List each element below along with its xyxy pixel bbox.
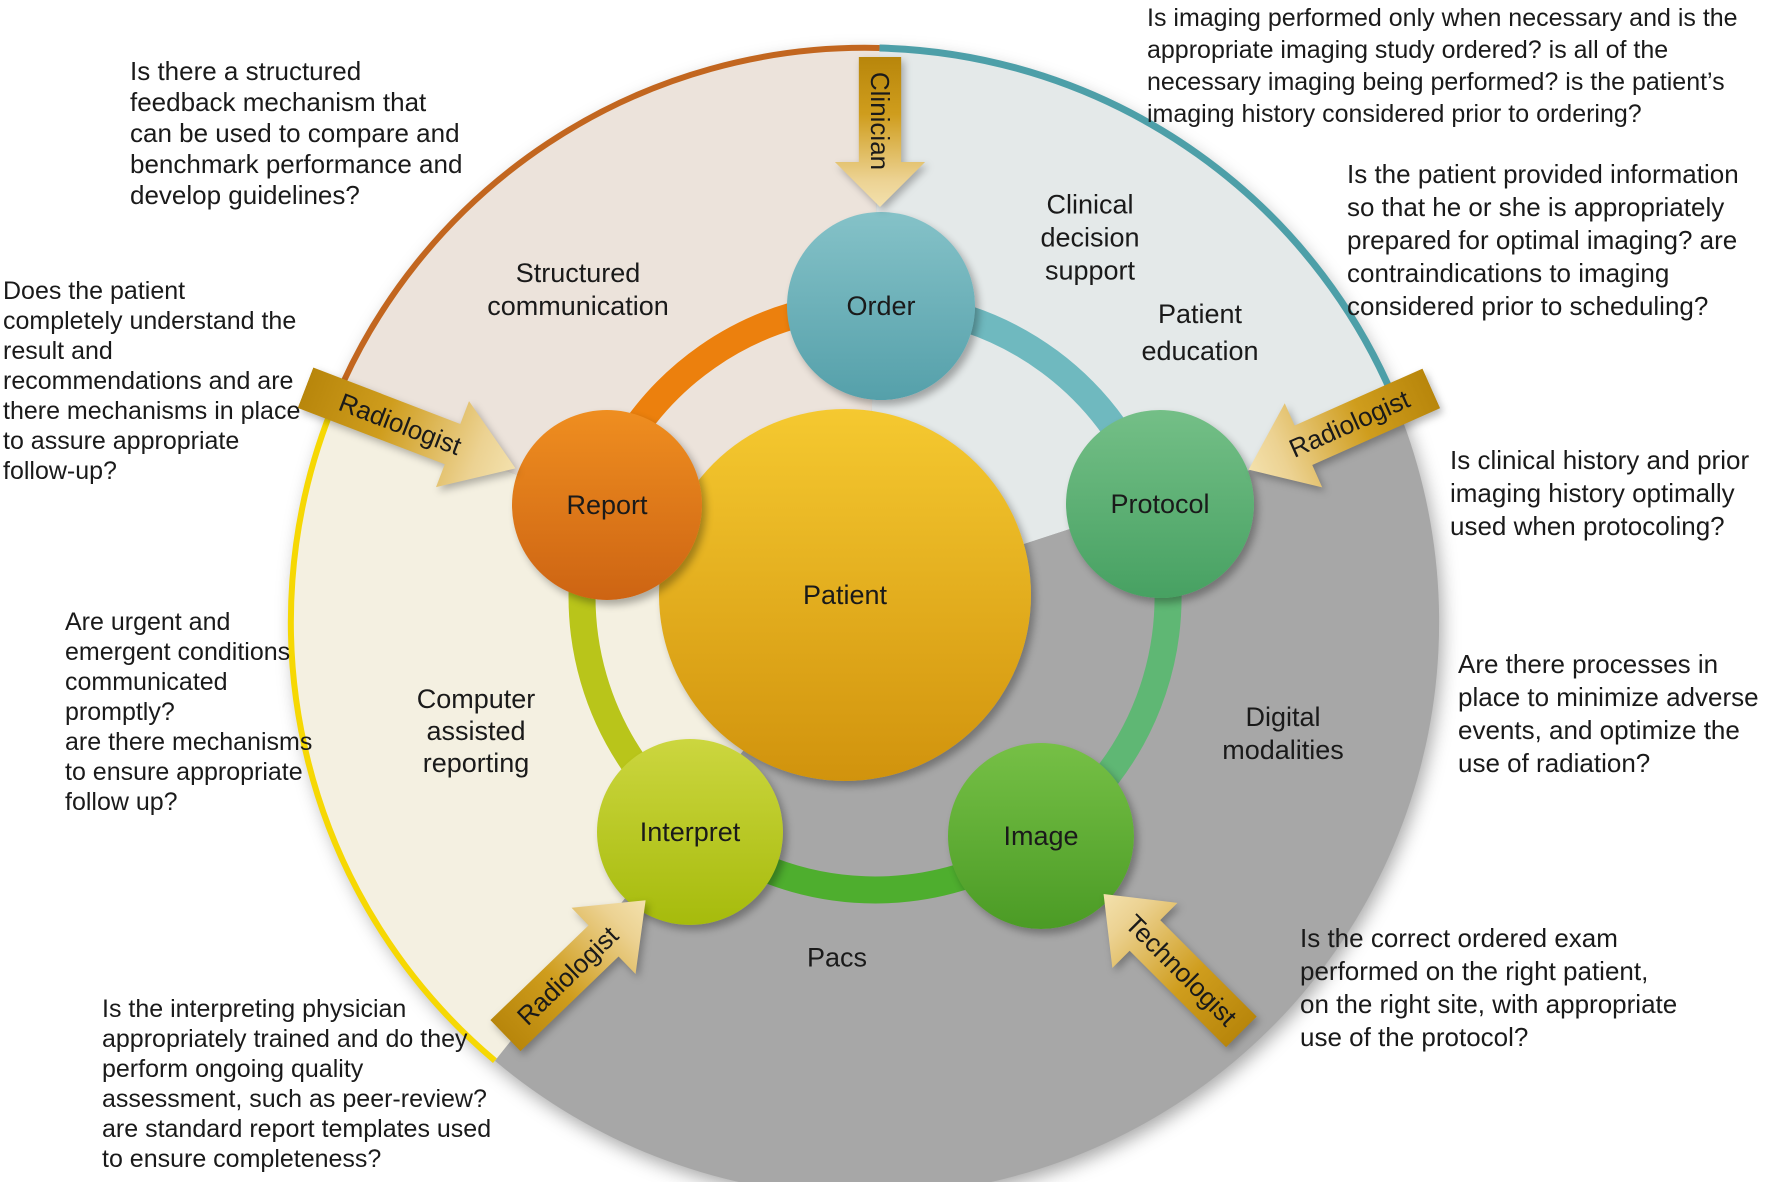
interpret-label: Interpret [639,816,741,847]
patient-node: Patient [659,409,1031,781]
question-interpreting-physician: Is the interpreting physician appropriat… [102,995,492,1173]
rim-yellow-arc [287,409,497,1063]
segment-label-patient-education: Patient education [1141,299,1259,366]
report-label: Report [566,489,648,520]
segment-label-structured-communication: Structured communication [487,258,669,321]
question-imaging-necessary: Is imaging performed only when necessary… [1147,4,1738,128]
rim-teal-arc [879,44,1406,422]
image-node: Image [948,743,1134,929]
patient-label: Patient [802,579,888,610]
protocol-label: Protocol [1110,488,1210,519]
order-label: Order [846,290,916,321]
question-patient-information: Is the patient provided information so t… [1347,159,1739,321]
order-node: Order [787,212,975,400]
protocol-node: Protocol [1066,410,1254,598]
question-clinical-history: Is clinical history and prior imaging hi… [1450,445,1750,541]
report-node: Report [512,410,702,600]
segment-label-computer-assisted-reporting: Computer assisted reporting [416,684,536,778]
question-patient-understanding: Does the patient completely understand t… [3,277,301,485]
question-correct-exam: Is the correct ordered exam performed on… [1300,923,1678,1052]
question-urgent-conditions: Are urgent and emergent conditions commu… [65,608,313,816]
question-feedback-mechanism: Is there a structured feedback mechanism… [130,56,463,210]
rim-orange-arc [328,44,880,413]
segment-label-clinical-decision-support: Clinical decision support [1040,189,1140,286]
interpret-node: Interpret [597,739,783,925]
question-adverse-events: Are there processes in place to minimize… [1458,649,1759,778]
image-label: Image [1003,820,1079,851]
segment-label-pacs: Pacs [806,942,868,973]
outer-rim-strokes [287,44,1406,1063]
segment-label-digital-modalities: Digital modalities [1222,702,1344,765]
clinician-arrow-label: Clinician [865,71,896,171]
